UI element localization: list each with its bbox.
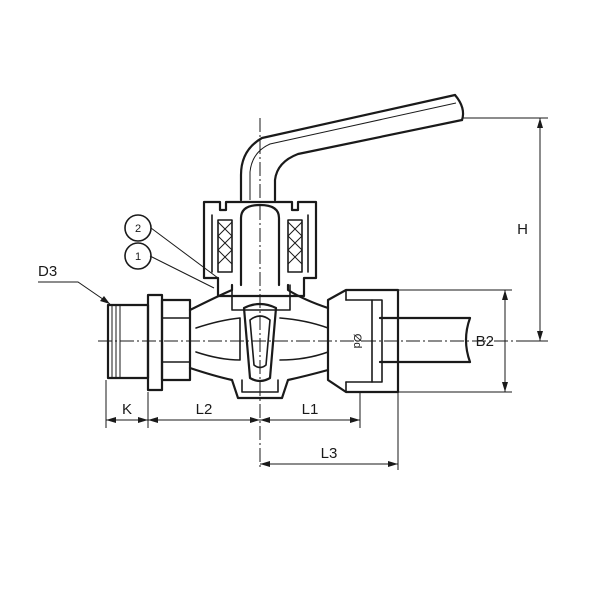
pipe — [378, 316, 472, 364]
valve-stem — [231, 203, 291, 311]
callout-1: 1 — [124, 242, 152, 270]
dimension-lines — [38, 117, 548, 470]
dimension-d3-label: D3 — [38, 263, 57, 280]
dimension-l2-label: L2 — [196, 401, 213, 418]
callout-2: 2 — [124, 214, 152, 242]
dimension-l1-label: L1 — [302, 401, 319, 418]
lever-handle — [239, 93, 465, 202]
dimension-d-label: Ød — [351, 334, 363, 349]
left-threaded-end — [106, 293, 192, 392]
dimension-b2-label: B2 — [476, 333, 494, 350]
bonnet-nut — [202, 200, 318, 298]
callout-1-label: 1 — [135, 251, 141, 263]
dimension-l3-label: L3 — [321, 445, 338, 462]
dimension-h-label: H — [517, 221, 528, 238]
callout-2-label: 2 — [135, 223, 141, 235]
dimension-k-label: K — [122, 401, 132, 418]
